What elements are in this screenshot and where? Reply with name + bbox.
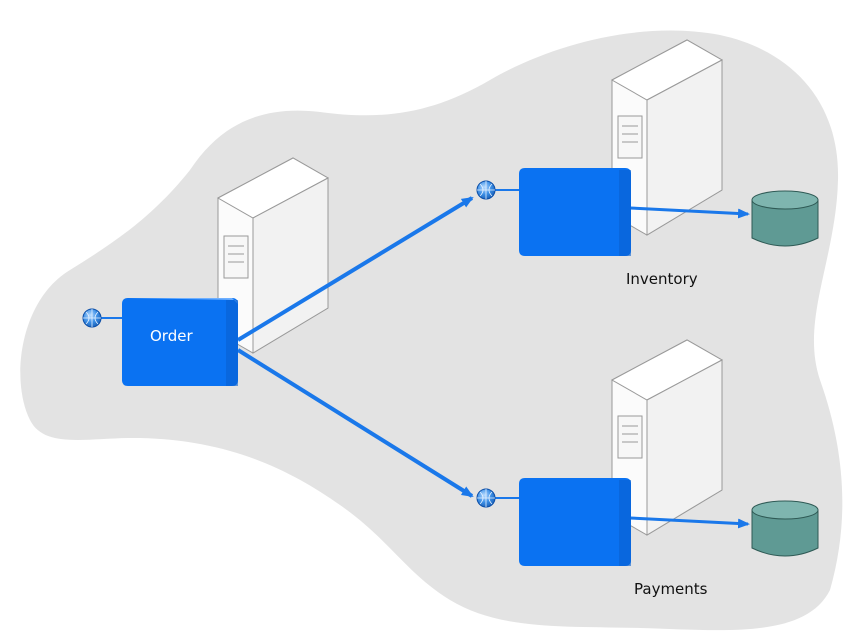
endpoint-globe-icon[interactable]	[82, 308, 102, 328]
arrow-order-to-inventory	[236, 196, 474, 342]
arrow-inventory-to-database	[629, 206, 750, 219]
database-cylinder-icon[interactable]	[751, 500, 819, 557]
service-box-inventory[interactable]	[519, 168, 631, 256]
server-icon-payments-host	[610, 339, 724, 536]
database-cylinder-icon[interactable]	[751, 190, 819, 247]
service-box-order[interactable]	[122, 298, 238, 386]
endpoint-globe-icon[interactable]	[476, 488, 496, 508]
server-icon-inventory-host	[610, 39, 724, 236]
service-label-order: Order	[150, 327, 193, 345]
service-label-payments: Payments	[634, 580, 708, 598]
arrow-order-to-payments	[236, 348, 474, 498]
service-label-inventory: Inventory	[626, 270, 698, 288]
server-icon-order-host	[216, 157, 330, 354]
arrow-payments-to-database	[629, 516, 750, 529]
endpoint-globe-icon[interactable]	[476, 180, 496, 200]
service-box-payments[interactable]	[519, 478, 631, 566]
